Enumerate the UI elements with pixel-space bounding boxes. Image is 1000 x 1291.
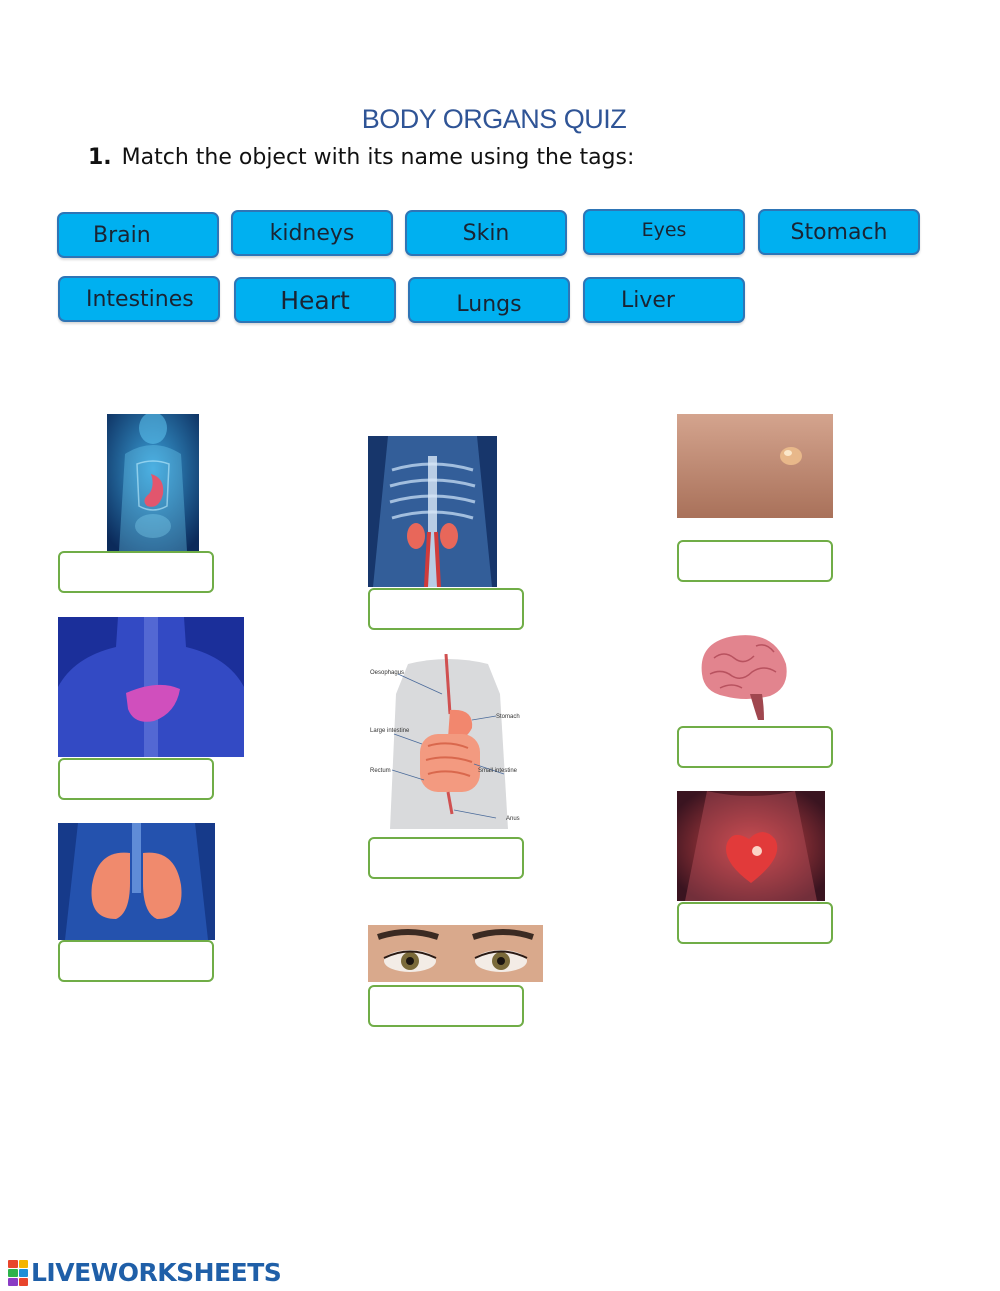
tag-label: Liver <box>621 287 675 313</box>
tag-eyes[interactable]: Eyes <box>583 209 745 255</box>
heart-image <box>677 791 825 901</box>
label-anus: Anus <box>506 816 520 822</box>
stomach-image <box>107 414 199 551</box>
answer-field-stomach[interactable] <box>58 551 214 593</box>
instruction-text: Match the object with its name using the… <box>121 145 635 170</box>
answer-field-intestines[interactable] <box>368 837 524 879</box>
worksheet-title: BODY ORGANS QUIZ <box>361 104 627 134</box>
tag-label: Heart <box>280 285 350 315</box>
tag-lungs[interactable]: Lungs <box>408 277 570 323</box>
eyes-image <box>368 925 543 982</box>
label-small-intestine: Small intestine <box>478 768 518 774</box>
tag-heart[interactable]: Heart <box>234 277 396 323</box>
tag-liver[interactable]: Liver <box>583 277 745 323</box>
intestines-image: Oesophagus Stomach Large intestine Rectu… <box>368 654 528 829</box>
tag-label: Skin <box>462 220 510 246</box>
tag-kidneys[interactable]: kidneys <box>231 210 393 256</box>
label-large-intestine: Large intestine <box>370 728 410 734</box>
answer-field-brain[interactable] <box>677 726 833 768</box>
answer-field-skin[interactable] <box>677 540 833 582</box>
label-oesophagus: Oesophagus <box>370 670 404 676</box>
answer-field-liver[interactable] <box>58 758 214 800</box>
skin-image <box>677 414 833 518</box>
liveworksheets-logo[interactable]: LIVEWORKSHEETS <box>8 1258 282 1287</box>
logo-icon <box>8 1259 28 1286</box>
tag-label: Eyes <box>641 219 687 241</box>
tag-label: Brain <box>93 222 151 248</box>
answer-field-eyes[interactable] <box>368 985 524 1027</box>
tag-label: Lungs <box>456 291 522 317</box>
lungs-image <box>58 823 215 940</box>
tag-label: Stomach <box>790 219 888 245</box>
answer-field-kidneys[interactable] <box>368 588 524 630</box>
logo-text: LIVEWORKSHEETS <box>31 1258 282 1287</box>
tag-intestines[interactable]: Intestines <box>58 276 220 322</box>
tag-skin[interactable]: Skin <box>405 210 567 256</box>
tag-label: Intestines <box>86 286 194 312</box>
liver-image <box>58 617 244 757</box>
answer-field-lungs[interactable] <box>58 940 214 982</box>
question-number: 1. <box>88 145 112 170</box>
kidneys-image <box>368 436 497 587</box>
label-rectum: Rectum <box>370 768 391 774</box>
label-stomach: Stomach <box>496 714 520 720</box>
tag-brain[interactable]: Brain <box>57 212 219 258</box>
answer-field-heart[interactable] <box>677 902 833 944</box>
brain-image <box>694 628 792 723</box>
tag-stomach[interactable]: Stomach <box>758 209 920 255</box>
tag-label: kidneys <box>269 220 355 246</box>
instruction: 1. Match the object with its name using t… <box>88 145 634 170</box>
